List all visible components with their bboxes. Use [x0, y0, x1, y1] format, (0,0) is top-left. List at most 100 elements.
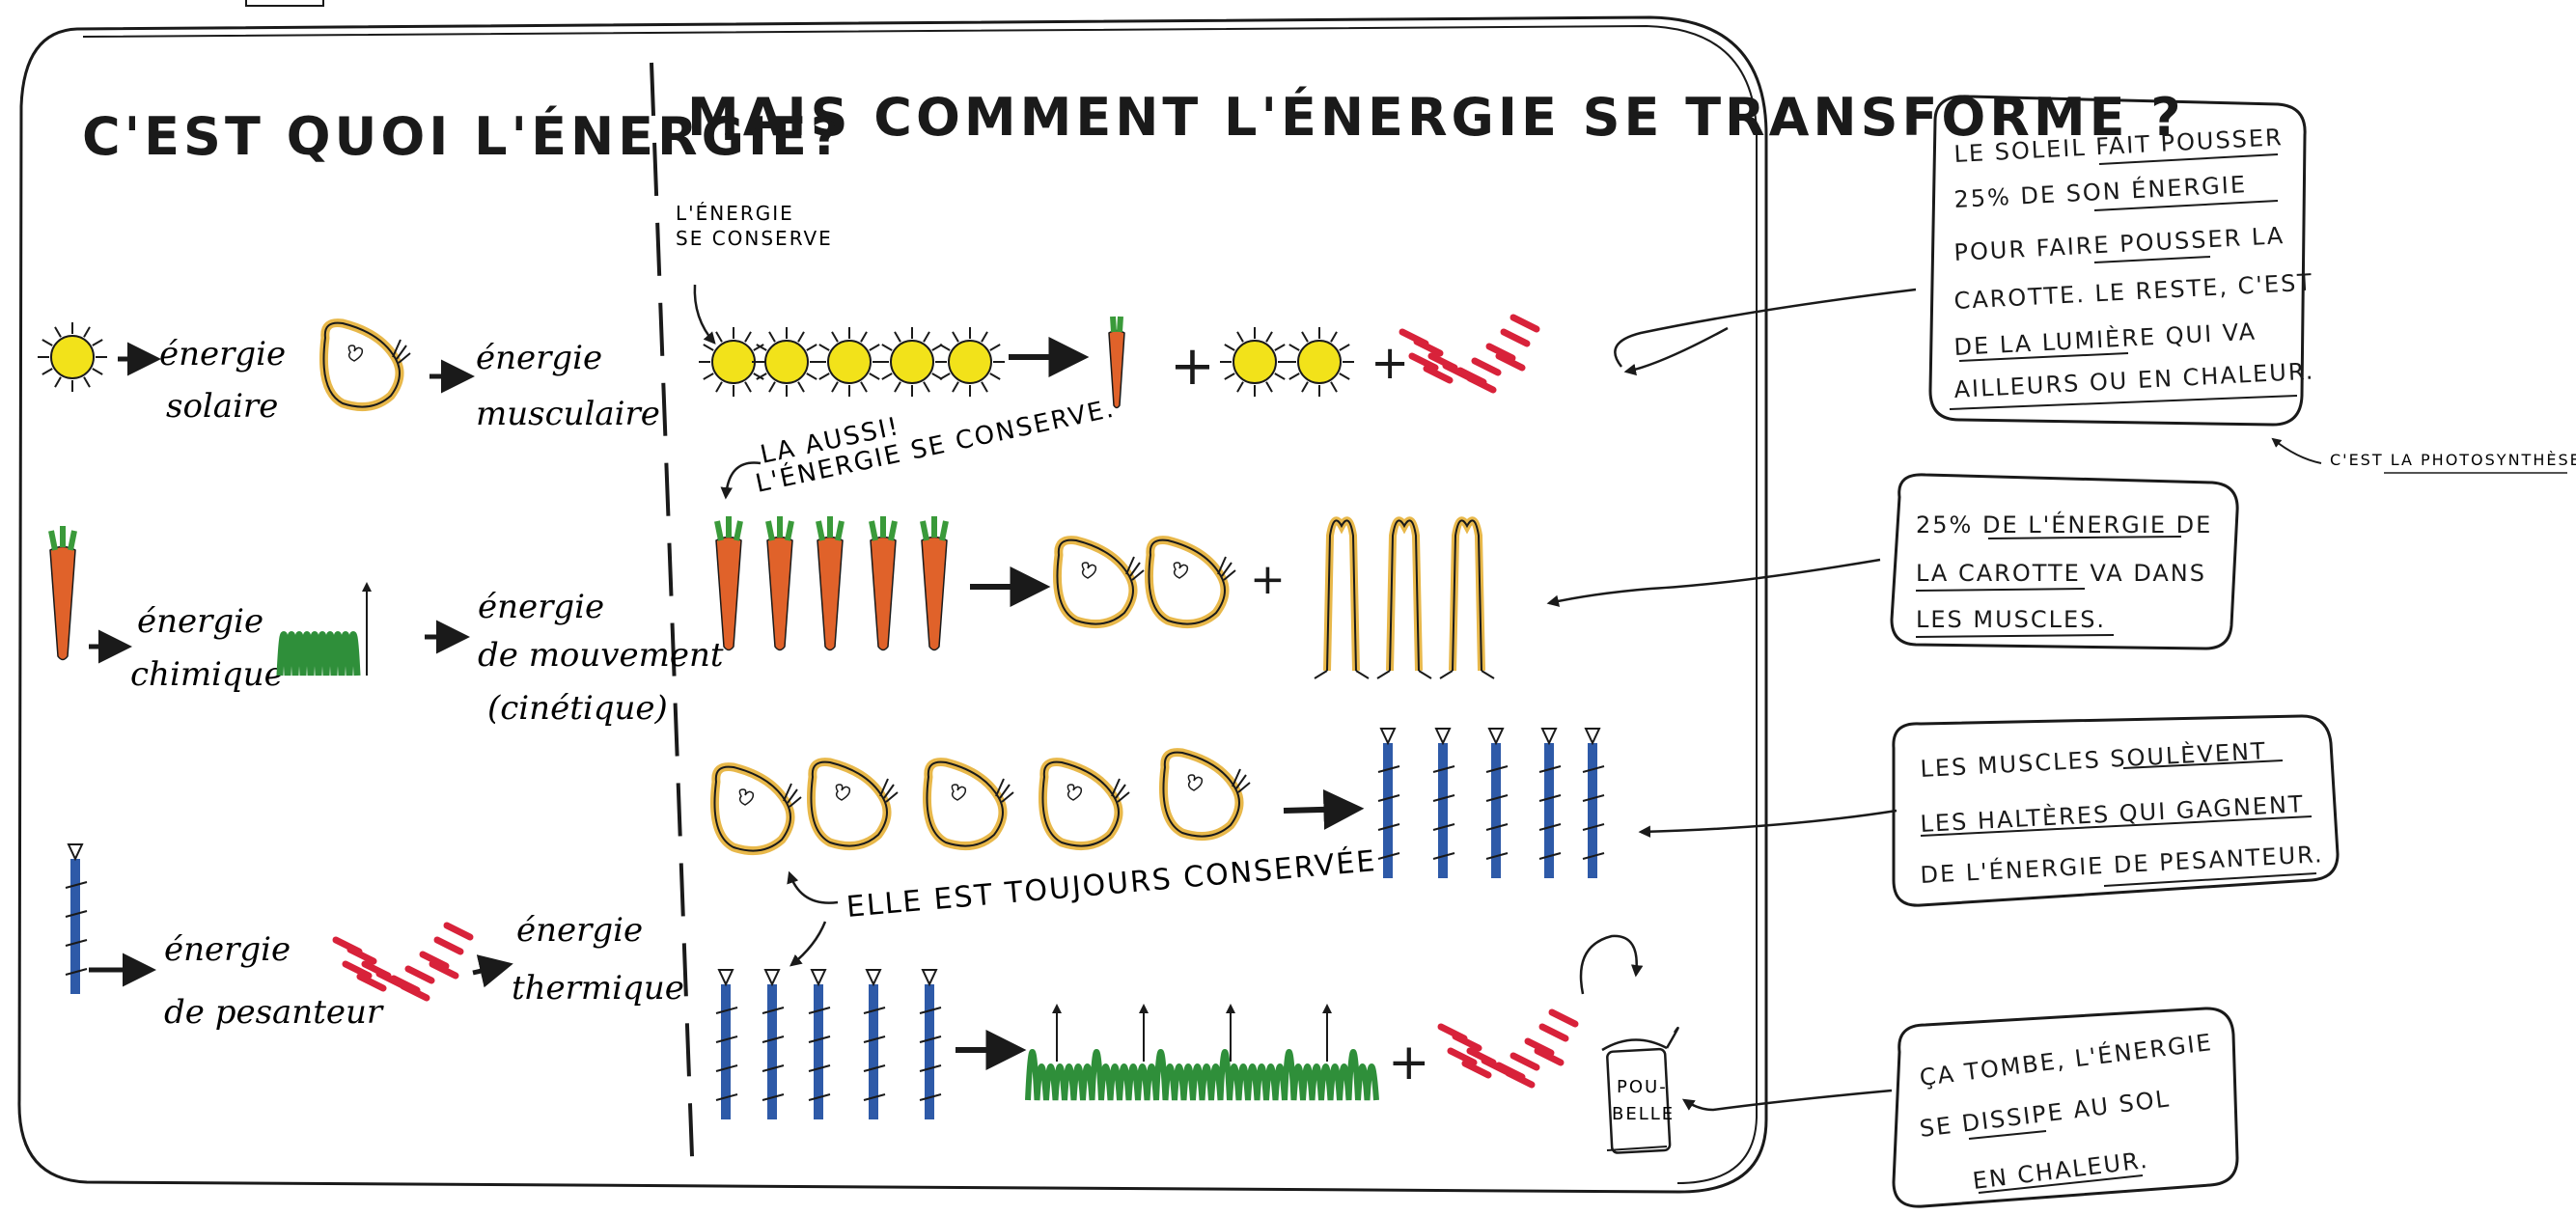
- carrot-icon: [869, 516, 898, 651]
- label-grav-2: de pesanteur: [164, 993, 384, 1032]
- muscle-icon: [709, 762, 802, 856]
- note-arrow: [693, 284, 716, 345]
- note-3-line-3: DE L'ÉNERGIE DE PESANTEUR.: [1920, 840, 2324, 889]
- note-box-3: [1892, 714, 2340, 907]
- note-3-line-1: LES MUSCLES SOULÈVENT: [1920, 736, 2268, 783]
- carrot-icon: [48, 526, 77, 661]
- weight-icon: [1582, 728, 1605, 878]
- sun-icon: [38, 322, 107, 392]
- sun-icon: [1220, 327, 1289, 397]
- note-always-conserved: ELLE EST TOUJOURS CONSERVÉE: [845, 843, 1378, 925]
- spring-icon: [1025, 1004, 1379, 1101]
- underline: [1958, 352, 2129, 362]
- plus-sign: +: [1170, 335, 1215, 398]
- arrow-icon: [472, 954, 513, 988]
- label-therm-2: thermique: [512, 969, 684, 1008]
- heat-icon: [332, 922, 474, 1002]
- bin-label-2: BELLE: [1612, 1104, 1675, 1124]
- label-muscle-2: musculaire: [476, 395, 660, 433]
- weight-icon: [1432, 728, 1455, 878]
- sun-icon: [1285, 327, 1354, 397]
- note-conserve-2: SE CONSERVE: [676, 227, 833, 250]
- weight-icon: [65, 843, 88, 994]
- plus-sign: +: [1388, 1034, 1430, 1091]
- label-solar-2: solaire: [166, 387, 278, 426]
- main-frame: [17, 15, 1768, 1194]
- underline: [1949, 395, 2298, 410]
- underline: [2122, 759, 2284, 769]
- underline: [1978, 1174, 2144, 1194]
- note-arrow: [787, 870, 839, 904]
- underline: [1915, 634, 2115, 638]
- connector-1-head: [1623, 326, 1729, 376]
- bone-icon: [1314, 516, 1370, 679]
- plus-sign: +: [1371, 336, 1409, 390]
- plus-sign: +: [1250, 555, 1286, 604]
- connector-1: [1614, 288, 1917, 368]
- label-kin-3: (cinétique): [487, 689, 668, 728]
- carrot-icon: [920, 516, 949, 651]
- muscle-icon: [1144, 536, 1236, 629]
- heat-icon: [1399, 314, 1540, 394]
- label-muscle-1: énergie: [476, 339, 602, 377]
- note-conserve-1: L'ÉNERGIE: [676, 202, 794, 225]
- weight-icon: [715, 969, 738, 1119]
- note-1-line-2: 25% DE SON ÉNERGIE: [1953, 170, 2248, 213]
- connector-3: [1638, 809, 1897, 838]
- sun-icon: [935, 327, 1005, 397]
- weight-icon: [1485, 728, 1509, 878]
- weight-icon: [1538, 728, 1562, 878]
- sun-icon: [815, 327, 884, 397]
- note-arrow: [720, 461, 762, 500]
- label-kin-2: de mouvement: [478, 636, 724, 675]
- section-divider: [650, 62, 695, 1183]
- muscle-icon: [922, 758, 1014, 851]
- underline: [2093, 200, 2279, 211]
- note-3-line-2: LES HALTÈRES QUI GAGNENT: [1920, 789, 2306, 838]
- sun-icon: [752, 327, 821, 397]
- bin-label-1: POU-: [1617, 1077, 1668, 1097]
- underline: [2098, 153, 2279, 165]
- underline: [1915, 588, 2086, 592]
- note-4-line-1: ÇA TOMBE, L'ÉNERGIE: [1918, 1028, 2214, 1091]
- underline: [1920, 815, 2313, 837]
- connector-4: [1681, 1089, 1893, 1112]
- weight-icon: [919, 969, 942, 1119]
- bone-icon: [1439, 516, 1495, 679]
- top-corner-fragment: [245, 0, 324, 7]
- label-grav-1: énergie: [164, 930, 291, 969]
- note-1-line-4: CAROTTE. LE RESTE, C'EST: [1953, 269, 2314, 315]
- underline: [2103, 872, 2317, 887]
- spring-icon: [276, 582, 372, 677]
- label-chem-2: chimique: [130, 655, 284, 694]
- muscle-icon: [1038, 758, 1130, 851]
- note-box-2: [1890, 473, 2239, 650]
- underline: [1968, 1130, 2047, 1140]
- bin-arrow: [1579, 934, 1644, 995]
- weight-icon: [808, 969, 831, 1119]
- muscle-icon: [1158, 748, 1251, 842]
- note-box-1: [1928, 95, 2307, 427]
- note-4-line-3: EN CHALEUR.: [1971, 1146, 2150, 1195]
- carrot-icon: [765, 516, 794, 651]
- connector-2: [1546, 558, 1881, 607]
- note-4-line-2: SE DISSIPE AU SOL: [1918, 1085, 2172, 1143]
- note-2-line-1: 25% DE L'ÉNERGIE DE: [1916, 511, 2212, 538]
- label-kin-1: énergie: [478, 588, 604, 626]
- main-frame-inner: [82, 24, 1758, 1184]
- carrot-icon: [816, 516, 845, 651]
- note-arrow: [789, 921, 827, 967]
- left-title: C'EST QUOI L'ÉNERGIE?: [82, 106, 845, 167]
- label-solar-1: énergie: [159, 335, 286, 373]
- photosynthesis-arrow: [2271, 437, 2322, 464]
- heat-icon: [1437, 1008, 1579, 1089]
- underline: [2093, 256, 2211, 263]
- note-2-line-2: LA CAROTTE VA DANS: [1916, 560, 2206, 587]
- carrot-icon: [714, 516, 743, 651]
- weight-icon: [863, 969, 886, 1119]
- bin-icon: [1601, 1026, 1679, 1154]
- note-box-4: [1892, 1007, 2239, 1208]
- sun-icon: [699, 327, 768, 397]
- photosynthesis-note: C'EST LA PHOTOSYNTHÈSE: [2330, 451, 2576, 469]
